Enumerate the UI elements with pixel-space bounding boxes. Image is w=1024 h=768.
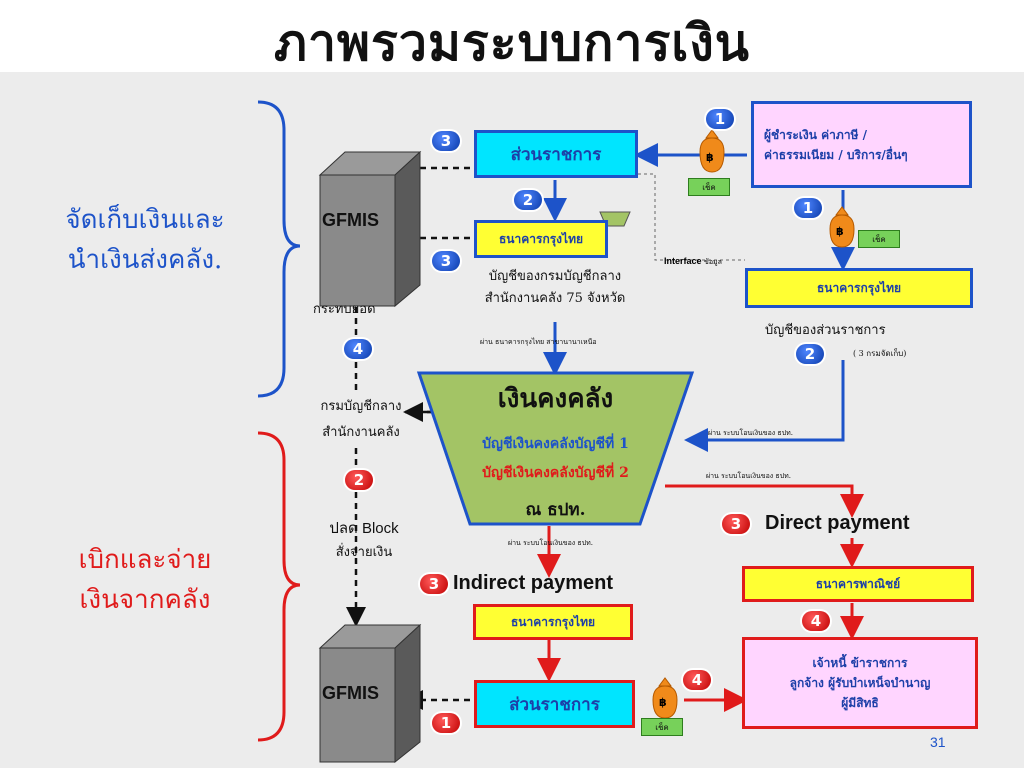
agency-account-label: บัญชีของส่วนราชการ bbox=[765, 323, 886, 338]
via-bot-label-2: ผ่าน ระบบโอนเงินของ ธปท. bbox=[706, 472, 791, 480]
step-badge-2-ktb: 2 bbox=[514, 190, 542, 210]
interface-label: Interface ข้อมูล bbox=[664, 256, 722, 268]
slide-title: ภาพรวมระบบการเงิน bbox=[274, 14, 750, 72]
interface-small-text: ข้อมูล bbox=[704, 259, 722, 266]
via-ktb-main: ผ่าน ธนาคารกรุงไทย สาขานานาเหนือ bbox=[480, 338, 597, 346]
creditor-line3: ผู้มีสิทธิ bbox=[841, 696, 879, 710]
gfmis-label-top: GFMIS bbox=[322, 210, 379, 230]
collect-label: จัดเก็บเงินและ นำเงินส่งคลัง. bbox=[30, 200, 260, 280]
agency-account-note: ( 3 กรมจัดเก็บ) bbox=[853, 349, 907, 358]
cgd-line1: กรมบัญชีกลาง bbox=[320, 399, 402, 414]
cgd-account-label: บัญชีของกรมบัญชีกลาง สำนักงานคลัง 75 จัง… bbox=[455, 266, 655, 310]
check-icon-bottom: เช็ค bbox=[641, 718, 683, 736]
baht-sign-bottom: ฿ bbox=[659, 696, 667, 709]
check-icon-right: เช็ค bbox=[858, 230, 900, 248]
step-badge-3-agency: 3 bbox=[432, 131, 460, 151]
cgd-label: กรมบัญชีกลาง สำนักงานคลัง bbox=[306, 394, 416, 446]
treasury-account-1: บัญชีเงินคงคลังบัญชีที่ 1 bbox=[482, 436, 629, 452]
step-badge-1-right: 1 bbox=[794, 198, 822, 218]
indirect-payment-label: Indirect payment bbox=[453, 572, 614, 594]
step-badge-4-bottom: 4 bbox=[683, 670, 711, 690]
commercial-bank-box: ธนาคารพาณิชย์ bbox=[742, 566, 974, 602]
page-number: 31 bbox=[930, 734, 946, 750]
payer-box: ผู้ชำระเงิน ค่าภาษี / ค่าธรรมเนียม / บริ… bbox=[751, 101, 972, 188]
step-badge-1-top: 1 bbox=[706, 109, 734, 129]
creditor-line2: ลูกจ้าง ผู้รับบำเหน็จบำนาญ bbox=[789, 676, 931, 690]
disburse-label: เบิกและจ่าย เงินจากคลัง bbox=[30, 540, 260, 620]
cgd-line2: สำนักงานคลัง bbox=[322, 425, 400, 440]
treasury-title: เงินคงคลัง bbox=[497, 384, 614, 414]
payer-line1: ผู้ชำระเงิน ค่าภาษี / bbox=[764, 127, 868, 142]
via-bot-label-1: ผ่าน ระบบโอนเงินของ ธปท. bbox=[708, 429, 793, 437]
step-badge-2-right: 2 bbox=[796, 344, 824, 364]
step-badge-4-commercial: 4 bbox=[802, 611, 830, 631]
gfmis-cube-top bbox=[318, 150, 422, 308]
treasury-account-2: บัญชีเงินคงคลังบัญชีที่ 2 bbox=[482, 465, 629, 481]
disburse-label-line1: เบิกและจ่าย bbox=[78, 545, 212, 575]
cgd-account-line1: บัญชีของกรมบัญชีกลาง bbox=[488, 269, 622, 284]
gfmis-cube-bottom bbox=[318, 623, 422, 764]
money-bag-icon-right bbox=[829, 206, 855, 248]
collect-bracket bbox=[257, 100, 301, 398]
release-line1: ปลด Block bbox=[329, 520, 399, 537]
direct-payment-label: Direct payment bbox=[765, 512, 910, 534]
cgd-account-line2: สำนักงานคลัง 75 จังหวัด bbox=[484, 291, 626, 306]
interface-text: Interface bbox=[664, 256, 702, 266]
money-bag-icon-top bbox=[699, 129, 725, 173]
creditor-box: เจ้าหนี้ ข้าราชการ ลูกจ้าง ผู้รับบำเหน็จ… bbox=[742, 637, 978, 729]
ktb-box-top: ธนาคารกรุงไทย bbox=[474, 220, 608, 258]
reconcile-label: กระทบยอด bbox=[313, 302, 376, 317]
gfmis-label-bottom: GFMIS bbox=[322, 683, 379, 703]
release-label: ปลด Block สั่งจ่ายเงิน bbox=[314, 517, 414, 565]
agency-box-top: ส่วนราชการ bbox=[474, 130, 638, 178]
creditor-line1: เจ้าหนี้ ข้าราชการ bbox=[812, 656, 908, 670]
agency-box-bottom: ส่วนราชการ bbox=[474, 680, 635, 728]
check-icon-top: เช็ค bbox=[688, 178, 730, 196]
disburse-bracket bbox=[257, 431, 301, 742]
interface-dashed-line bbox=[638, 173, 745, 261]
collect-label-line2: นำเงินส่งคลัง. bbox=[67, 245, 223, 275]
money-bag-icon-bottom bbox=[652, 677, 678, 719]
treasury-to-direct-arrow bbox=[665, 484, 864, 518]
disburse-label-line2: เงินจากคลัง bbox=[79, 585, 211, 615]
payer-line2: ค่าธรรมเนียม / บริการ/อื่นๆ bbox=[764, 147, 908, 162]
ktb-box-bottom: ธนาคารกรุงไทย bbox=[473, 604, 633, 640]
baht-sign-top: ฿ bbox=[706, 151, 714, 164]
step-badge-2-red: 2 bbox=[345, 470, 373, 490]
baht-sign-right: ฿ bbox=[836, 225, 844, 238]
step-badge-3-indirect: 3 bbox=[420, 574, 448, 594]
step-badge-3-cgd: 3 bbox=[432, 251, 460, 271]
step-badge-3-direct: 3 bbox=[722, 514, 750, 534]
treasury-bot: ณ ธปท. bbox=[525, 500, 586, 520]
ktb-box-right: ธนาคารกรุงไทย bbox=[745, 268, 973, 308]
treasury-shape bbox=[416, 371, 695, 526]
step-badge-1-bottom: 1 bbox=[432, 713, 460, 733]
agency-account-to-treasury-arrow bbox=[684, 360, 845, 452]
step-badge-4-left: 4 bbox=[344, 339, 372, 359]
via-bot-label-3: ผ่าน ระบบโอนเงินของ ธปท. bbox=[508, 539, 593, 547]
release-line2: สั่งจ่ายเงิน bbox=[335, 545, 393, 560]
title-bar: ภาพรวมระบบการเงิน bbox=[0, 0, 1024, 72]
collect-label-line1: จัดเก็บเงินและ bbox=[65, 205, 225, 235]
